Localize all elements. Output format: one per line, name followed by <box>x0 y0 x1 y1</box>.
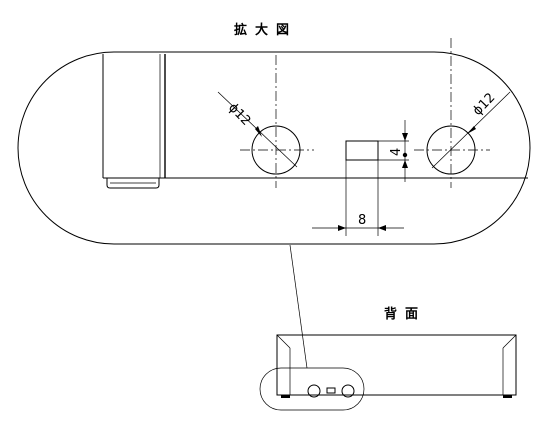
mini-hole-right <box>341 384 355 398</box>
rear-view-title: 背面 <box>384 306 426 322</box>
right-diameter-arrow <box>467 126 476 134</box>
enclosure-side <box>102 54 166 189</box>
slot-offset-label: 8 <box>358 213 366 228</box>
slot: 4 8 <box>312 120 409 236</box>
detail-leader-line <box>289 244 308 369</box>
rear-foot-right <box>503 395 512 398</box>
enlarged-outline <box>17 51 531 245</box>
mini-slot <box>326 387 336 394</box>
enlarged-view-title: 拡大図 <box>234 22 297 38</box>
rear-view <box>259 334 517 411</box>
left-hole: ϕ12 <box>217 55 314 188</box>
rear-foot-left <box>281 395 290 398</box>
enlarged-view: ϕ12 ϕ12 4 8 <box>17 38 531 245</box>
detail-marker <box>259 367 365 411</box>
foot <box>106 178 160 189</box>
slot-height-label: 4 <box>389 148 404 156</box>
rear-outline <box>276 334 517 396</box>
left-diameter-arrow <box>255 126 262 137</box>
mini-hole-left <box>307 384 321 398</box>
right-hole: ϕ12 <box>414 38 511 188</box>
right-hole-diameter-label: ϕ12 <box>470 90 498 118</box>
left-hole-diameter-label: ϕ12 <box>225 100 253 128</box>
